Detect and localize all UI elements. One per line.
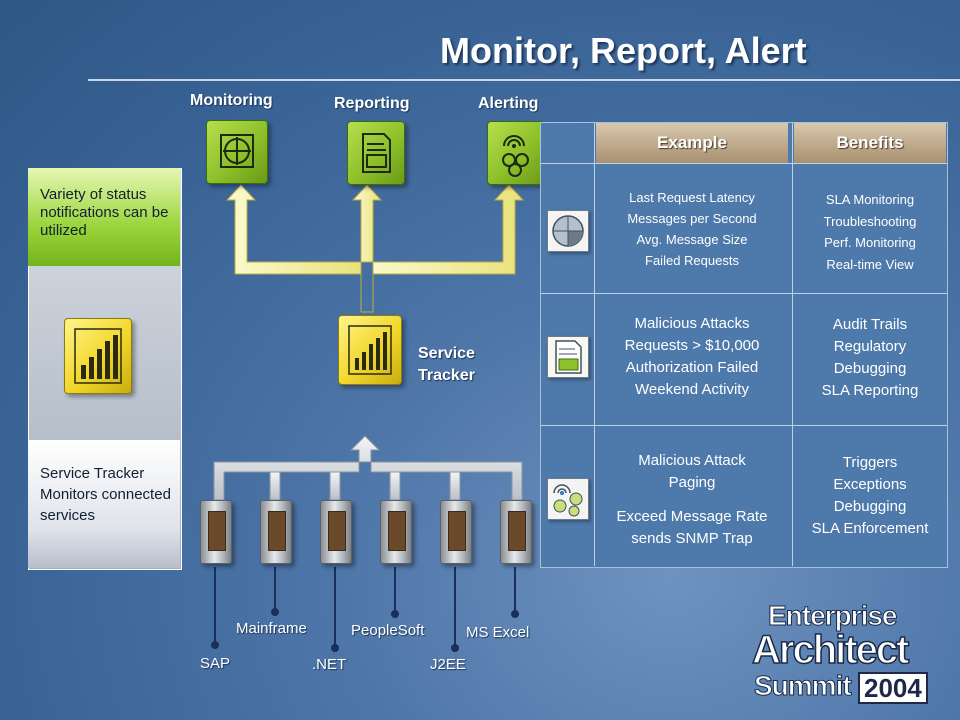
table-row: SLA Monitoring Troubleshooting Perf. Mon… [794, 189, 946, 275]
alert-signal-icon [502, 135, 529, 177]
system-connector-lines [211, 567, 519, 652]
table-row: Audit Trails Regulatory Debugging SLA Re… [794, 314, 946, 402]
notification-text: Variety of status notifications can be u… [40, 186, 169, 239]
benefit-line: Perf. Monitoring [824, 235, 916, 250]
system-label-dotnet: .NET [312, 656, 347, 673]
benefit-line: Debugging [833, 498, 907, 515]
benefit-line: SLA Monitoring [825, 192, 915, 207]
table-row-divider [541, 163, 947, 164]
table-row: Last Request Latency Messages per Second… [596, 187, 788, 271]
server-j2ee [440, 500, 472, 564]
example-line: Failed Requests [645, 253, 739, 268]
table-row-divider [541, 293, 947, 294]
tracker-description-box [28, 440, 180, 568]
table-row: Malicious Attack Paging Exceed Message R… [596, 450, 788, 550]
table-divider-2 [792, 123, 793, 566]
left-tracker-tile [64, 318, 132, 394]
grey-collector-arrows [213, 435, 523, 501]
monitoring-dial-icon [220, 134, 254, 168]
yellow-distribution-arrows [225, 184, 525, 313]
logo-line-1: Enterprise [768, 600, 898, 632]
alerting-label: Alerting [478, 95, 539, 112]
server-peoplesoft [380, 500, 412, 564]
table-row-icon [547, 336, 589, 378]
example-line: Requests > $10,000 [624, 337, 760, 354]
server-msexcel [500, 500, 532, 564]
example-line: Exceed Message Rate [616, 508, 768, 525]
server-dotnet [320, 500, 352, 564]
logo-line-3b: 2004 [858, 672, 928, 704]
system-label-mainframe: Mainframe [236, 620, 307, 637]
slide-title: Monitor, Report, Alert [440, 30, 807, 71]
service-tracker-tile [338, 315, 402, 385]
benefit-line: Audit Trails [832, 316, 908, 333]
table-row: Malicious Attacks Requests > $10,000 Aut… [596, 313, 788, 401]
benefit-line: Real-time View [826, 256, 914, 272]
server-mainframe [260, 500, 292, 564]
table-header-example: Example [596, 123, 788, 163]
example-line: Paging [668, 474, 716, 491]
table-row-divider [541, 425, 947, 426]
system-label-sap: SAP [200, 655, 231, 672]
title-divider [88, 79, 960, 81]
monitoring-dial-icon [552, 215, 584, 247]
monitoring-label: Monitoring [190, 92, 273, 109]
example-line: Last Request Latency [629, 190, 755, 205]
example-line: Authorization Failed [625, 359, 759, 376]
bar-chart-icon [348, 325, 392, 375]
service-tracker-label: Service Tracker [418, 345, 475, 384]
benefit-line: Troubleshooting [823, 213, 917, 229]
example-line: Messages per Second [627, 211, 757, 226]
monitoring-tile [206, 120, 268, 184]
system-label-j2ee: J2EE [430, 656, 466, 673]
example-line: sends SNMP Trap [631, 530, 753, 547]
alerting-tile [487, 121, 545, 185]
benefit-line: SLA Enforcement [811, 520, 929, 537]
logo-line-3a: Summit [754, 670, 853, 702]
benefit-line: Regulatory [833, 338, 907, 355]
example-line: Malicious Attacks [634, 315, 750, 332]
benefit-line: Triggers [842, 454, 898, 471]
alert-signal-icon [553, 484, 583, 517]
reporting-tile [347, 121, 405, 185]
reporting-label: Reporting [334, 95, 410, 112]
benefit-line: Exceptions [833, 476, 907, 493]
table-divider-1 [594, 123, 595, 566]
benefits-table [540, 122, 948, 568]
table-row-icon [547, 478, 589, 520]
example-line: Weekend Activity [635, 381, 749, 398]
example-line: Malicious Attack [638, 452, 746, 469]
example-line: Avg. Message Size [636, 232, 748, 247]
notification-box [28, 168, 180, 266]
system-label-msexcel: MS Excel [466, 624, 530, 641]
enterprise-architect-summit-logo: Enterprise Architect Summit 2004 [751, 600, 937, 705]
logo-line-2: Architect [751, 627, 910, 673]
table-row: Triggers Exceptions Debugging SLA Enforc… [794, 452, 946, 540]
report-document-icon [362, 133, 391, 173]
table-row-icon [547, 210, 589, 252]
benefit-line: SLA Reporting [821, 382, 919, 399]
bar-chart-icon [74, 328, 122, 384]
report-document-icon [555, 340, 582, 374]
table-header-benefits: Benefits [794, 123, 946, 163]
tracker-description-text: Service Tracker Monitors connected servi… [40, 465, 171, 524]
benefit-line: Debugging [833, 360, 907, 377]
system-label-peoplesoft: PeopleSoft [351, 622, 425, 639]
server-sap [200, 500, 232, 564]
